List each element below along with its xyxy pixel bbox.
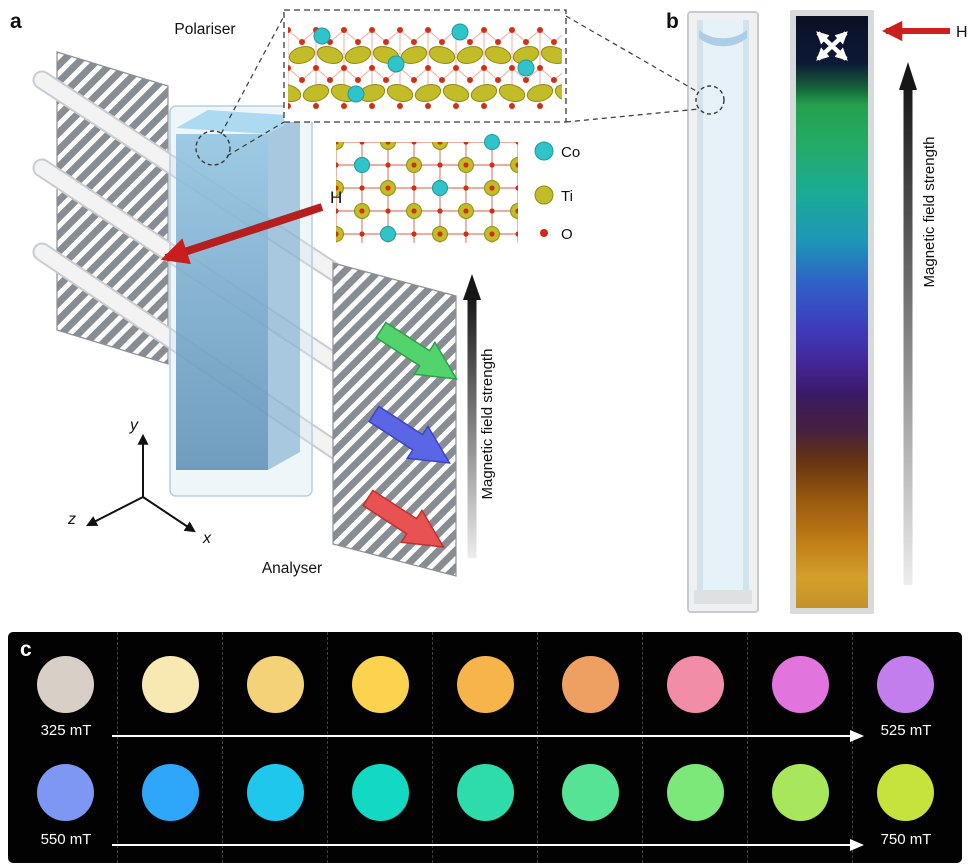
- field-arrowhead-b: [899, 62, 917, 90]
- polariser-label: Polariser: [174, 21, 235, 38]
- meniscus: [699, 30, 747, 47]
- axis-y-label: y: [129, 417, 139, 434]
- panel-b-tag: b: [666, 10, 679, 33]
- co-atoms-inset: [313, 23, 535, 103]
- cuvette-liquid: [176, 134, 268, 470]
- field-strength-arrow-a: [463, 274, 481, 558]
- color-dot: [457, 656, 514, 713]
- legend-co-swatch: [534, 141, 554, 161]
- column-separator: [327, 632, 328, 863]
- co-atoms-lattice: [354, 134, 500, 242]
- color-dot: [562, 656, 619, 713]
- field-axis-label-a: Magnetic field strength: [479, 349, 496, 500]
- color-dot: [37, 656, 94, 713]
- field-axis-label-b: Magnetic field strength: [921, 137, 938, 288]
- crystal-inset: [283, 9, 567, 123]
- field-strength-arrow-b: [899, 62, 917, 585]
- column-separator: [537, 632, 538, 863]
- color-dot: [457, 764, 514, 821]
- coordinate-axes: [86, 433, 196, 533]
- beam-arrow-blue: [368, 405, 451, 464]
- color-dot: [352, 656, 409, 713]
- color-dot: [772, 764, 829, 821]
- color-dot: [667, 764, 724, 821]
- column-separator: [852, 632, 853, 863]
- atom-legend: Co Ti O: [534, 141, 580, 243]
- column-separator: [222, 632, 223, 863]
- column-separator: [432, 632, 433, 863]
- cuvette-photo-wall-left: [697, 20, 703, 604]
- range-arrow: [112, 730, 864, 742]
- color-dot: [142, 656, 199, 713]
- color-dot: [877, 764, 934, 821]
- zoom-circle-b: [695, 85, 725, 115]
- color-dot: [352, 764, 409, 821]
- analyser-label: Analyser: [262, 560, 322, 577]
- zoom-connectors-right: [565, 15, 700, 123]
- range-start-label: 325 mT: [40, 722, 92, 739]
- spectral-cuvette-body: [796, 16, 868, 608]
- column-separator: [642, 632, 643, 863]
- color-dot: [562, 764, 619, 821]
- legend-ti-swatch: [534, 185, 554, 205]
- color-dot: [877, 656, 934, 713]
- crystal-structure-band: [288, 14, 562, 118]
- field-arrowhead-a: [463, 274, 481, 300]
- h-label-a: H: [330, 188, 342, 207]
- axis-x: [142, 496, 196, 533]
- cuvette-photo-wall-right: [743, 20, 749, 604]
- panel-a-tag: a: [10, 10, 22, 33]
- panel-c-tag: c: [20, 638, 32, 661]
- cuvette-photo-base: [694, 590, 752, 604]
- zoom-circle-a: [195, 130, 231, 166]
- range-end-label: 525 mT: [880, 722, 932, 739]
- axis-z-label: z: [67, 511, 76, 528]
- cuvette-photo: [687, 11, 759, 613]
- zoom-connectors-left: [220, 15, 285, 157]
- axis-z: [86, 496, 144, 526]
- color-dot: [247, 764, 304, 821]
- column-separator: [117, 632, 118, 863]
- cuvette-photo-liquid: [697, 20, 749, 604]
- axis-x-label: x: [202, 530, 212, 547]
- color-dot: [37, 764, 94, 821]
- cuvette-top-surface: [176, 110, 300, 134]
- legend-co-label: Co: [561, 144, 580, 161]
- color-dot: [667, 656, 724, 713]
- range-arrow: [112, 839, 864, 851]
- beam-arrow-green: [375, 321, 458, 380]
- color-dot: [142, 764, 199, 821]
- color-dot: [247, 656, 304, 713]
- panel-c: c 325 mT 525 mT 550 mT 750 mT: [8, 632, 962, 863]
- legend-o-label: O: [561, 226, 573, 243]
- spectral-cuvette: [790, 10, 874, 614]
- column-separator: [747, 632, 748, 863]
- panels-ab: a Polariser: [10, 9, 968, 614]
- range-start-label: 550 mT: [40, 831, 92, 848]
- h-arrow-a: [160, 203, 324, 265]
- beam-arrow-red: [362, 489, 445, 548]
- legend-o-swatch: [540, 229, 548, 237]
- crossed-polarisers-icon: [816, 31, 848, 61]
- lattice-2d: [336, 134, 518, 243]
- h-label-b: H: [956, 24, 968, 41]
- sample-cuvette: [169, 105, 313, 497]
- cuvette-side-face: [268, 116, 300, 470]
- color-dot: [772, 656, 829, 713]
- legend-ti-label: Ti: [561, 188, 573, 205]
- range-end-label: 750 mT: [880, 831, 932, 848]
